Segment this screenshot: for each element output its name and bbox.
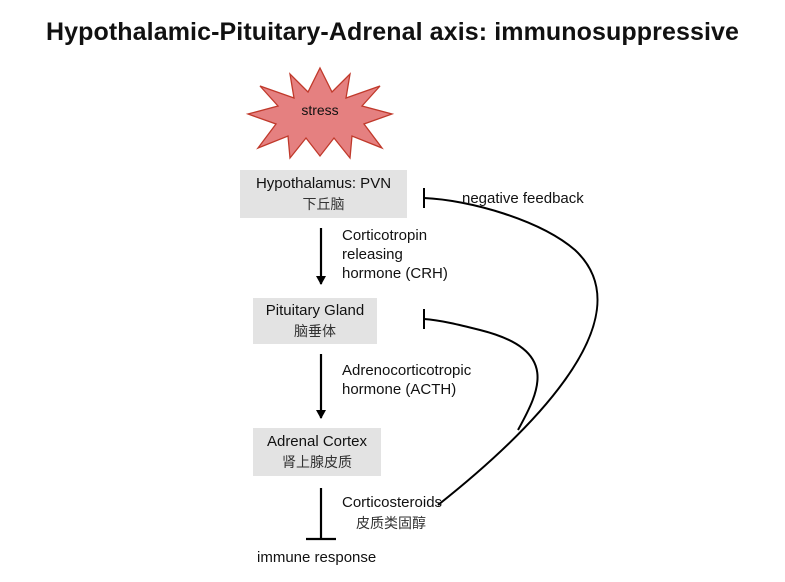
stress-starburst xyxy=(245,66,395,160)
pituitary-box: Pituitary Gland 脑垂体 xyxy=(253,298,377,344)
hypothalamus-label-zh: 下丘脑 xyxy=(302,196,345,212)
crh-label-line-3: hormone (CRH) xyxy=(342,265,448,282)
immune-response-label: immune response xyxy=(257,549,377,566)
pituitary-label-zh: 脑垂体 xyxy=(294,323,336,339)
slide-title: Hypothalamic-Pituitary-Adrenal axis: imm… xyxy=(45,18,740,46)
acth-label-line-2: hormone (ACTH) xyxy=(342,381,457,398)
crh-label-line-2: releasing xyxy=(342,246,403,263)
adrenal-box: Adrenal Cortex 肾上腺皮质 xyxy=(253,428,381,476)
adrenal-label: Adrenal Cortex xyxy=(266,433,368,450)
stress-label: stress xyxy=(301,102,339,118)
acth-label-line-1: Adrenocorticotropic xyxy=(342,362,472,379)
crh-label-line-1: Corticotropin xyxy=(342,227,428,244)
hypothalamus-label: Hypothalamus: PVN xyxy=(255,175,392,192)
pituitary-label: Pituitary Gland xyxy=(265,302,365,319)
corticosteroids-label: Corticosteroids xyxy=(342,494,443,511)
feedback-curve-pituitary xyxy=(423,318,539,431)
feedback-curve-hypothalamus xyxy=(423,197,599,506)
hypothalamus-box: Hypothalamus: PVN 下丘脑 xyxy=(240,170,407,218)
corticosteroids-label-zh: 皮质类固醇 xyxy=(356,515,426,531)
adrenal-label-zh: 肾上腺皮质 xyxy=(282,454,352,470)
negative-feedback-label: negative feedback xyxy=(462,190,584,207)
